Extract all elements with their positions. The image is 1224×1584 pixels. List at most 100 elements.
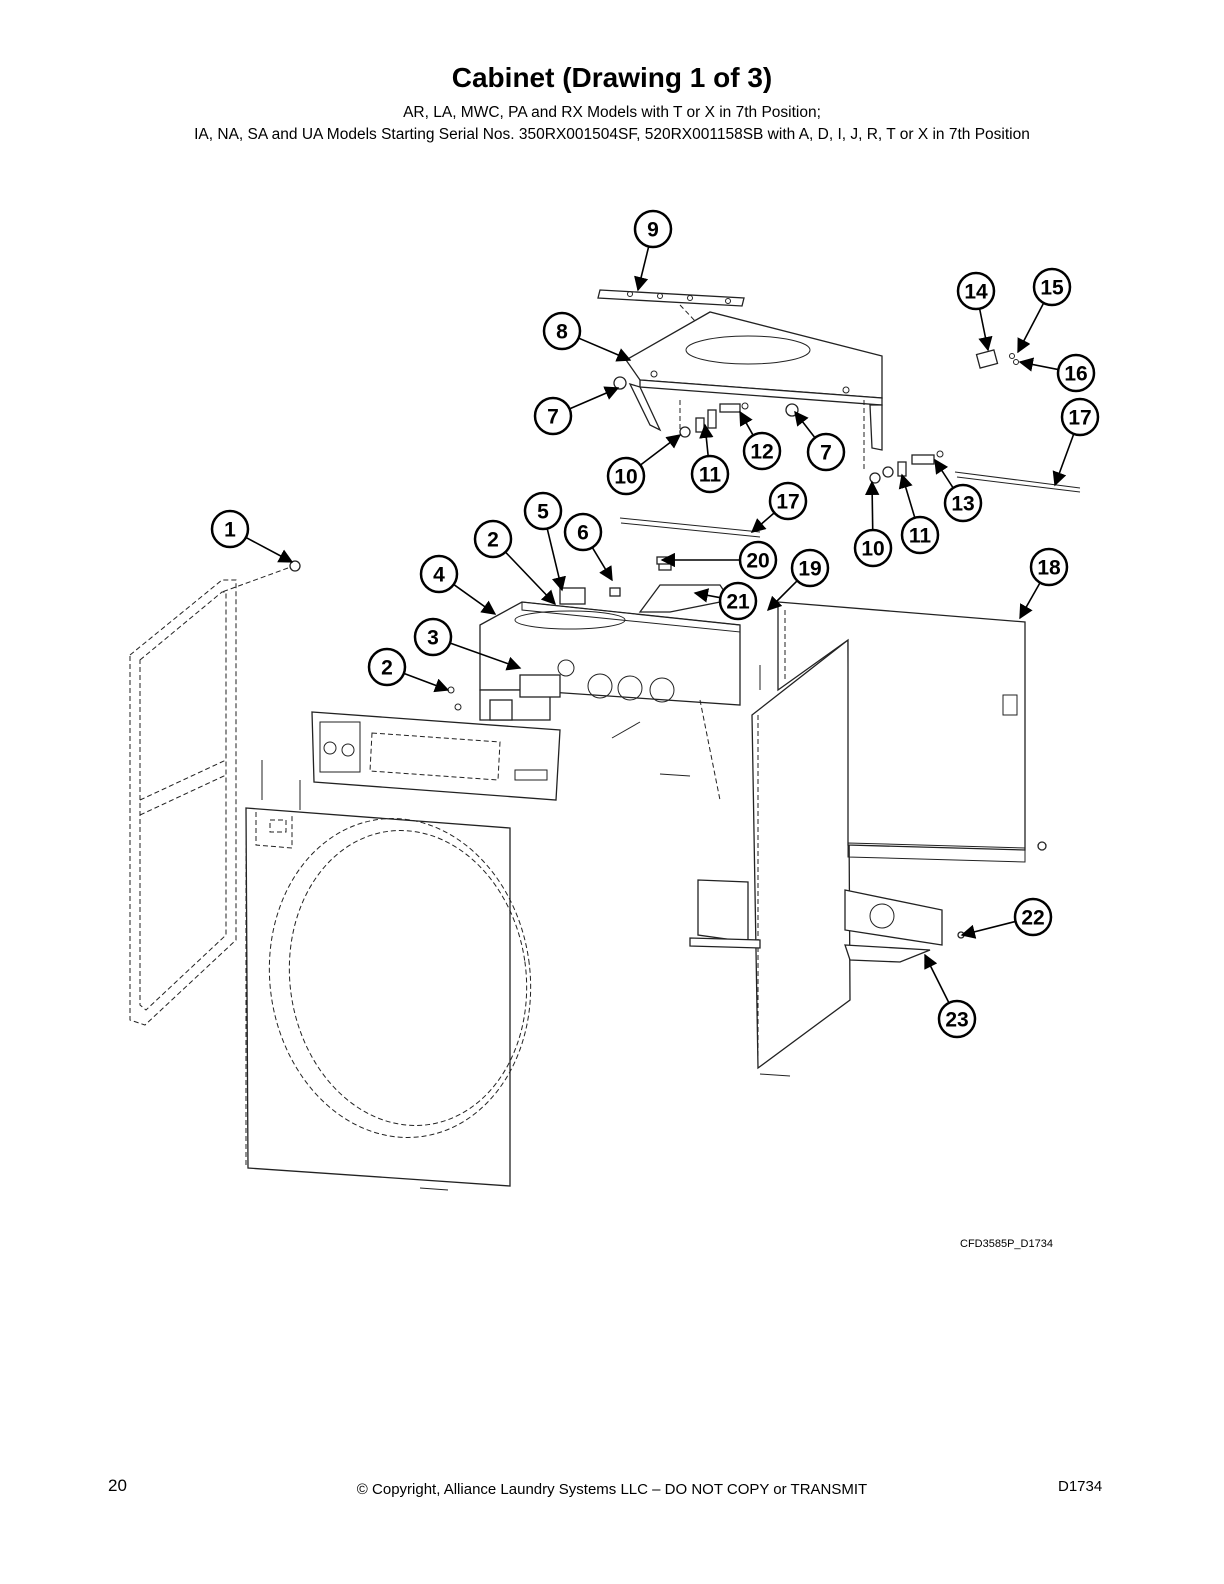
callout-leader-16 [1018, 357, 1059, 372]
callout-leader-13 [934, 458, 954, 489]
callout-5: 5 [523, 491, 563, 531]
callout-label: 23 [945, 1009, 968, 1032]
callout-leader-10 [864, 480, 880, 531]
callout-leader-4 [453, 583, 497, 615]
callout-label: 16 [1064, 363, 1087, 386]
part-top-panel [625, 311, 883, 451]
callout-4: 4 [419, 554, 459, 594]
callout-circle [956, 271, 996, 311]
callout-label: 10 [861, 538, 884, 561]
callout-label: 2 [381, 657, 393, 680]
callout-circle [1013, 897, 1053, 937]
part-base-bracket [689, 841, 1047, 963]
callout-label: 5 [537, 501, 549, 524]
callout-22: 22 [1013, 897, 1053, 937]
callout-label: 20 [746, 550, 769, 573]
callout-17: 17 [1060, 397, 1100, 437]
callout-12: 12 [742, 431, 782, 471]
callout-16: 16 [1056, 353, 1096, 393]
callout-leader-17 [1052, 433, 1075, 487]
callout-circle [542, 311, 582, 351]
callout-circle [533, 396, 573, 436]
callout-circle [900, 515, 940, 555]
callout-circle [790, 548, 830, 588]
copyright-notice: © Copyright, Alliance Laundry Systems LL… [356, 1481, 868, 1498]
callout-9: 9 [633, 209, 673, 249]
callout-6: 6 [563, 512, 603, 552]
callout-leader-22 [960, 920, 1016, 939]
callout-leader-17 [750, 512, 775, 533]
callout-18: 18 [1029, 547, 1069, 587]
callout-label: 19 [798, 558, 821, 581]
callout-2: 2 [367, 647, 407, 687]
callout-leader-3 [449, 642, 522, 671]
callout-7: 7 [533, 396, 573, 436]
callout-leader-7 [569, 386, 620, 410]
callout-circle [1032, 267, 1072, 307]
part-clips-left [679, 400, 749, 438]
part-front-panel [245, 760, 532, 1191]
callout-circle [937, 999, 977, 1039]
callout-circle [413, 617, 453, 657]
callout-leader-14 [978, 308, 993, 352]
callout-circle [523, 491, 563, 531]
part-control-panel [311, 711, 561, 801]
callout-label: 2 [487, 529, 499, 552]
callout-circle [943, 483, 983, 523]
callout-label: 13 [951, 493, 974, 516]
callout-leader-6 [591, 546, 613, 582]
callout-leader-12 [739, 410, 754, 436]
callout-17: 17 [768, 481, 808, 521]
callout-circle [742, 431, 782, 471]
part-side-panel [751, 638, 851, 1077]
callout-label: 12 [750, 441, 773, 464]
callout-circle [1029, 547, 1069, 587]
callout-label: 9 [647, 219, 659, 242]
callout-label: 10 [614, 466, 637, 489]
part-side-frame [129, 560, 301, 1026]
callout-circle [738, 540, 778, 580]
callout-label: 6 [577, 522, 589, 545]
callout-circle [606, 456, 646, 496]
page-title: Cabinet (Drawing 1 of 3) [451, 62, 773, 93]
callout-leader-5 [546, 528, 566, 592]
callout-label: 18 [1037, 557, 1061, 580]
callout-circle [768, 481, 808, 521]
callout-21: 21 [718, 581, 758, 621]
part-latch-hardware [975, 349, 1019, 369]
page-number: 20 [108, 1476, 127, 1495]
callout-label: 15 [1040, 277, 1064, 300]
callout-leaders [245, 246, 1075, 1004]
drawing-code: CFD3585P_D1734 [960, 1238, 1053, 1250]
callout-leader-23 [924, 953, 950, 1004]
page-subtitle-line-2: IA, NA, SA and UA Models Starting Serial… [194, 126, 1030, 143]
callout-7: 7 [806, 432, 846, 472]
callout-3: 3 [413, 617, 453, 657]
part-grommets [613, 376, 799, 417]
callout-leader-19 [766, 580, 798, 612]
callout-label: 1 [224, 519, 236, 542]
callout-label: 17 [1068, 407, 1091, 430]
callout-circle [806, 432, 846, 472]
callout-14: 14 [956, 271, 996, 311]
document-code: D1734 [1058, 1478, 1103, 1495]
callout-circle [563, 512, 603, 552]
page-subtitle-line-1: AR, LA, MWC, PA and RX Models with T or … [403, 104, 821, 121]
callout-label: 7 [820, 442, 832, 465]
callout-2: 2 [473, 519, 513, 559]
callout-circle [1056, 353, 1096, 393]
part-control-bracket [479, 561, 741, 706]
callout-label: 8 [556, 321, 568, 344]
callout-leader-11 [699, 423, 714, 457]
callout-label: 7 [547, 406, 559, 429]
callout-leader-7 [794, 410, 816, 439]
callout-leader-9 [634, 246, 650, 292]
callout-circle [210, 509, 250, 549]
callout-label: 11 [909, 525, 932, 548]
part-top-rail [597, 289, 745, 307]
callout-label: 17 [776, 491, 799, 514]
part-clips-right [863, 400, 944, 484]
